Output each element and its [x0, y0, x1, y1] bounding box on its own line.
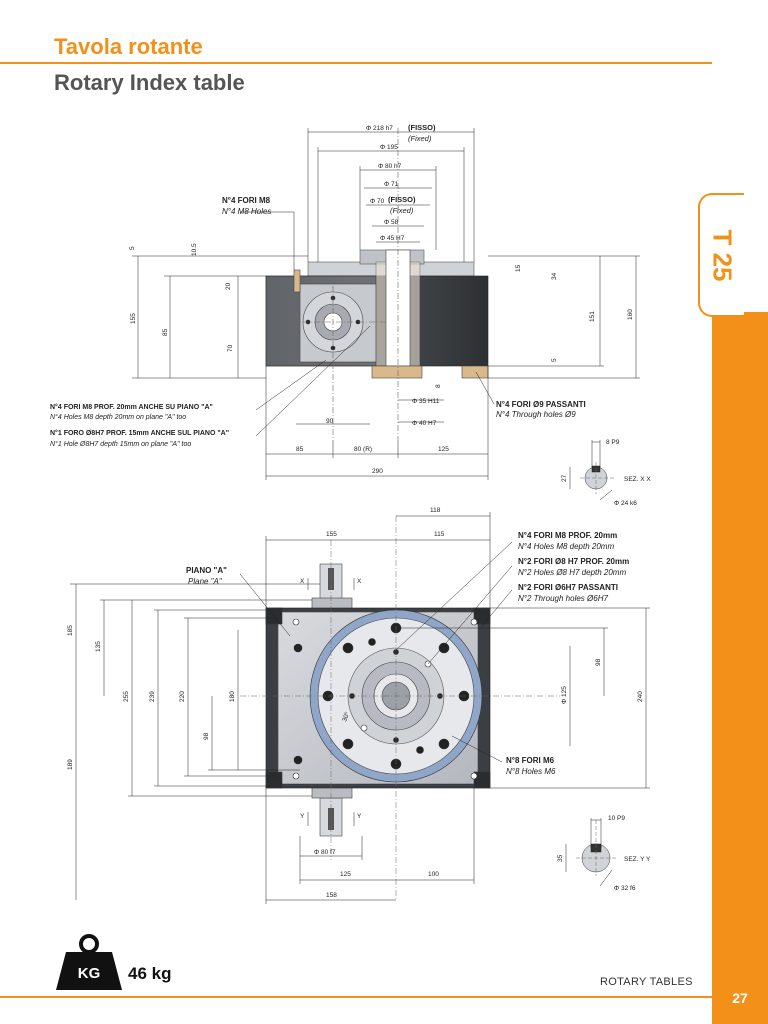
- sec-yy-35: 35: [557, 854, 564, 862]
- sec-xx-8p9: 8 P9: [606, 439, 620, 446]
- dim-left-5: 5: [129, 246, 136, 250]
- dim-d80: Φ 80 h7: [378, 163, 402, 170]
- dim-bottom-290: 290: [372, 468, 383, 475]
- note-tv-m8-sub: N°4 Holes M8 depth 20mm: [518, 542, 614, 551]
- dim-d218: Φ 218 h7: [366, 125, 393, 132]
- weight-value: 46 kg: [128, 964, 172, 983]
- dim-bottom-d35: Φ 35 H11: [412, 398, 440, 405]
- note-tv-m6-title: N°8 FORI M6: [506, 756, 555, 765]
- dim-tv-125: 125: [340, 871, 351, 878]
- sec-yy-10p9: 10 P9: [608, 815, 625, 822]
- dim-top-115: 115: [434, 531, 445, 538]
- top-view-labels: 118 155 115 185 135 255 239 220 180 98 1…: [67, 507, 644, 899]
- weight-icon: KG: [56, 934, 122, 990]
- note-tv-o6-sub: N°2 Through holes Ø6H7: [518, 594, 608, 603]
- front-view-dimensions: [132, 128, 640, 480]
- dim-bottom-80: 80 (R): [354, 446, 372, 453]
- dim-right-15: 15: [515, 264, 522, 272]
- dim-fisso2: (FISSO): [388, 195, 416, 204]
- sec-yy-32: Φ 32 f6: [614, 885, 636, 892]
- dim-left-20: 20: [225, 282, 232, 290]
- dim-d70: Φ 70: [370, 198, 385, 205]
- model-tab: T 25: [698, 193, 744, 317]
- note-o9-title: N°4 FORI Ø9 PASSANTI: [496, 400, 586, 409]
- label-30deg: 30°: [340, 710, 351, 722]
- dim-d58: Φ 58: [384, 219, 399, 226]
- dim-d71: Φ 71: [384, 181, 399, 188]
- dim-left-105: 10.5: [191, 243, 198, 256]
- dim-bottom-85: 85: [296, 446, 304, 453]
- dim-top-155: 155: [326, 531, 337, 538]
- dim-d45: Φ 45 H7: [380, 235, 405, 242]
- dim-right-34: 34: [551, 272, 558, 280]
- dim-top-118: 118: [430, 507, 441, 514]
- label-x2: X: [357, 578, 362, 585]
- note-tv-o6-title: N°2 FORI Ø6H7 PASSANTI: [518, 583, 618, 592]
- dim-tv-d80: Φ 80 f7: [314, 849, 336, 856]
- dim-fisso: (FISSO): [408, 123, 436, 132]
- dim-right-160: 160: [627, 309, 634, 320]
- section-xx: [569, 440, 614, 501]
- note-m8prof-sub: N°4 Holes M8 depth 20mm on plane "A" too: [50, 413, 186, 421]
- dim-tv-158: 158: [326, 892, 337, 899]
- note-o8-sub: N°1 Hole Ø8H7 depth 15mm on plane "A" to…: [50, 440, 191, 448]
- note-o8-title: N°1 FORO Ø8H7 PROF. 15mm ANCHE SUL PIANO…: [50, 429, 229, 437]
- footer-section: ROTARY TABLES: [600, 976, 693, 988]
- note-m8prof-title: N°4 FORI M8 PROF. 20mm ANCHE SU PIANO "A…: [50, 403, 213, 411]
- dim-bottom-90: 90: [326, 418, 334, 425]
- dim-fixed2: (Fixed): [390, 206, 414, 215]
- label-y1: Y: [300, 813, 305, 820]
- dim-tv-d125: Φ 125: [561, 686, 568, 704]
- dim-right-151: 151: [589, 311, 596, 322]
- title-divider: [0, 62, 712, 64]
- section-yy: [565, 818, 618, 887]
- label-y2: Y: [357, 813, 362, 820]
- sec-yy-label: SEZ. Y Y: [624, 856, 651, 863]
- sec-xx-27: 27: [561, 474, 568, 482]
- dim-tv-185: 185: [67, 625, 74, 636]
- dim-tv-180: 180: [229, 691, 236, 702]
- note-tv-o8-sub: N°2 Holes Ø8 H7 depth 20mm: [518, 568, 626, 577]
- dim-right-5: 5: [551, 358, 558, 362]
- footer-divider: [0, 996, 712, 998]
- front-view: [265, 128, 489, 440]
- dim-tv-189: 189: [67, 759, 74, 770]
- weight-badge-text: KG: [78, 965, 101, 982]
- dim-tv-r98: 98: [595, 658, 602, 666]
- note-o9-sub: N°4 Through holes Ø9: [496, 410, 576, 419]
- page-title-italian: Tavola rotante: [54, 34, 203, 59]
- dim-left-70: 70: [227, 344, 234, 352]
- dim-tv-255: 255: [123, 691, 130, 702]
- front-view-labels: Φ 218 h7 (FISSO) (Fixed) Φ 195 Φ 80 h7 Φ…: [50, 123, 634, 475]
- dim-d195: Φ 195: [380, 144, 398, 151]
- dim-tv-239: 239: [149, 691, 156, 702]
- note-m8-title: N°4 FORI M8: [222, 196, 271, 205]
- dim-left-155: 155: [130, 313, 137, 324]
- note-m8-sub: N°4 M8 Holes: [222, 207, 271, 216]
- dim-tv-220: 220: [179, 691, 186, 702]
- label-x1: X: [300, 578, 305, 585]
- dim-left-85: 85: [162, 328, 169, 336]
- dim-fixed: (Fixed): [408, 134, 432, 143]
- top-view: [240, 516, 560, 900]
- note-tv-m6-sub: N°8 Holes M6: [506, 767, 556, 776]
- dim-tv-100: 100: [428, 871, 439, 878]
- dim-tv-240: 240: [637, 691, 644, 702]
- top-view-dimensions: [70, 512, 650, 904]
- label-piano: PIANO "A": [186, 566, 227, 575]
- dim-bottom-d40: Φ 40 H7: [412, 420, 437, 427]
- dim-bottom-125: 125: [438, 446, 449, 453]
- dim-tv-98: 98: [203, 732, 210, 740]
- note-tv-o8-title: N°2 FORI Ø8 H7 PROF. 20mm: [518, 557, 629, 566]
- sec-xx-label: SEZ. X X: [624, 476, 651, 483]
- page-title-english: Rotary Index table: [54, 70, 245, 95]
- sec-xx-24: Φ 24 k6: [614, 500, 637, 507]
- dim-bottom-8: 8: [435, 384, 442, 388]
- page-number: 27: [732, 990, 748, 1006]
- note-tv-m8-title: N°4 FORI M8 PROF. 20mm: [518, 531, 617, 540]
- side-accent-bar: [712, 312, 768, 1024]
- label-plane: Plane "A": [188, 577, 223, 586]
- dim-tv-135: 135: [95, 641, 102, 652]
